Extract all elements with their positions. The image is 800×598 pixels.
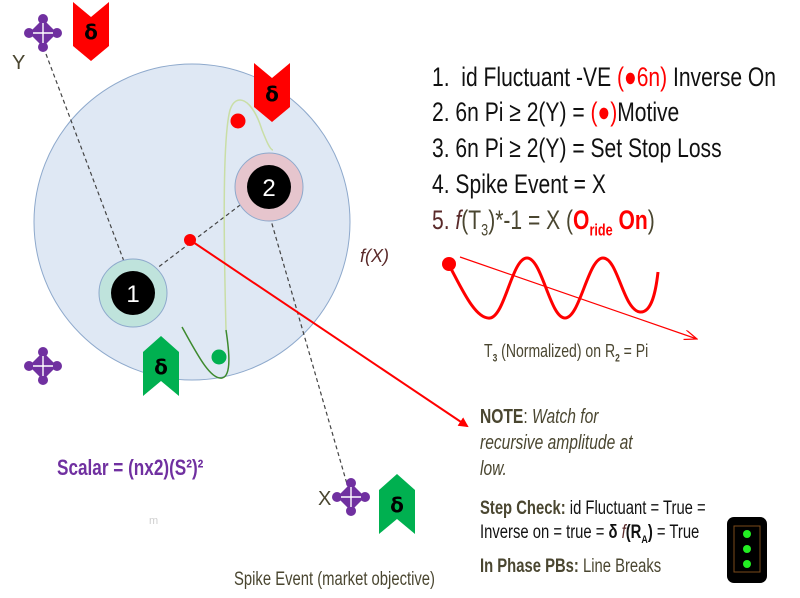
spike-event-caption: Spike Event (market objective): [234, 569, 435, 590]
node-1[interactable]: 1: [98, 258, 168, 328]
faint-mark: m: [149, 515, 159, 527]
delta-up-chevron-x: δ: [379, 474, 415, 534]
node-2-label: 2: [262, 175, 275, 202]
x-axis-label: X: [318, 488, 332, 510]
fx-label: f(X): [360, 246, 389, 266]
svg-text:δ: δ: [84, 20, 98, 44]
delta-down-chevron-top: δ: [73, 2, 109, 61]
svg-text:δ: δ: [154, 355, 168, 379]
wave-graphic: [442, 256, 697, 339]
wave-caption: T3 (Normalized) on R2 = Pi: [484, 341, 649, 365]
y-axis-label: Y: [12, 52, 26, 74]
note-line-1: NOTE: Watch for: [480, 406, 599, 428]
hub-icon-left: [23, 346, 63, 386]
rule-3: 3. 6n Pi ≥ 2(Y) = Set Stop Loss: [432, 133, 722, 163]
hub-icon-y: [23, 13, 63, 53]
light-green-curve: [223, 99, 274, 331]
trend-arrow: [459, 256, 697, 339]
traffic-light-dot-3: [743, 560, 751, 568]
note-pointer-arrow: [189, 239, 469, 428]
rule-2: 2. 6n Pi ≥ 2(Y) = (●)Motive: [432, 97, 680, 127]
red-dot-top: [230, 113, 246, 129]
svg-text:δ: δ: [265, 82, 279, 106]
node-1-label: 1: [126, 281, 139, 308]
in-phase-line: In Phase PBs: Line Breaks: [480, 556, 662, 577]
svg-text:δ: δ: [390, 493, 404, 517]
traffic-light-icon: [727, 517, 767, 583]
rule-1: 1. id Fluctuant -VE (●6n) Inverse On: [432, 62, 777, 92]
traffic-light-dot-1: [743, 530, 751, 538]
wave-start-dot: [442, 257, 456, 271]
green-dot: [211, 349, 227, 365]
note-line-2: recursive amplitude at: [480, 432, 633, 454]
x-dashed-line: [267, 209, 348, 485]
node-2[interactable]: 2: [234, 152, 304, 222]
rule-4: 4. Spike Event = X: [432, 169, 606, 199]
note-line-3: low.: [480, 458, 507, 480]
node-link-dashed-line: [147, 195, 253, 276]
scalar-formula: Scalar = (nx2)(S²)²: [57, 455, 204, 480]
step-check-line-2: Inverse on = true = δ f(RA) = True: [480, 522, 700, 546]
field-circle: [33, 63, 351, 381]
delta-up-chevron-left: δ: [143, 336, 179, 396]
delta-down-chevron-circle: δ: [254, 63, 290, 122]
hub-icon-x: [331, 477, 371, 517]
step-check-line-1: Step Check: id Fluctuant = True =: [480, 498, 706, 519]
traffic-light-dot-2: [743, 545, 751, 553]
dark-green-curve: [181, 326, 230, 379]
y-dashed-line: [45, 53, 129, 273]
sine-wave: [447, 256, 660, 320]
rule-5: 5. f(T3)*-1 = X (Oride On): [432, 205, 655, 240]
